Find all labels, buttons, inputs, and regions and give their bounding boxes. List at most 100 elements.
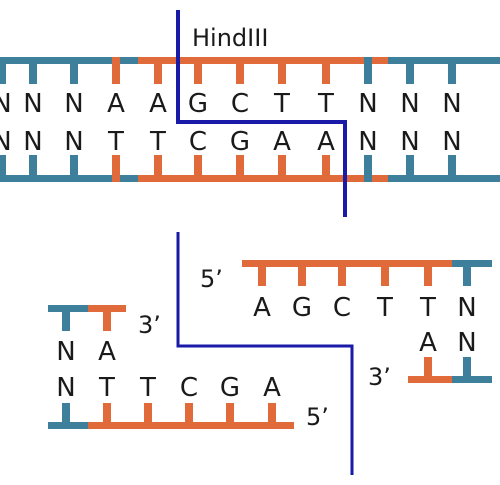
bottom-strand-tick [194, 155, 202, 182]
bottom-strand-backbone-site [138, 175, 388, 182]
right-fragment-bottom-base: A [419, 328, 437, 358]
bottom-strand-tick [0, 155, 6, 182]
left-fragment-top-tick [103, 305, 111, 331]
bottom-strand-base: N [442, 127, 461, 157]
separation-cut-line [176, 232, 354, 475]
top-strand-tick [278, 57, 286, 84]
right-fragment-top-tick [258, 260, 266, 286]
top-strand-tick [406, 57, 414, 84]
bottom-strand-tick [448, 155, 456, 182]
bottom-strand-tick [364, 155, 372, 182]
top-strand-base: N [23, 89, 42, 119]
top-strand-base: N [400, 89, 419, 119]
right-fragment-top-tick [381, 260, 389, 286]
bottom-strand-backbone-left [0, 175, 138, 182]
left-fragment-bottom-tick [144, 403, 152, 429]
top-strand-tick [70, 57, 78, 84]
top-strand-tick [364, 57, 372, 84]
top-strand-base: A [149, 89, 167, 119]
left-fragment-bottom-tick [226, 403, 234, 429]
bottom-strand-base: N [23, 127, 42, 157]
left-fragment-3prime-label: 3’ [138, 311, 161, 339]
bottom-strand-base: C [189, 127, 207, 157]
right-fragment-top-tick [463, 260, 471, 286]
bottom-strand-tick [406, 155, 414, 182]
bottom-strand-base: G [230, 127, 250, 157]
bottom-strand-base: A [317, 127, 335, 157]
left-fragment-top-base: A [98, 337, 116, 367]
bottom-strand-tick [154, 155, 162, 182]
right-fragment-top-base: C [333, 293, 351, 323]
right-fragment-bottom-tick [463, 357, 471, 383]
bottom-strand-backbone-right [388, 175, 500, 182]
left-fragment-top-tick [62, 305, 70, 331]
bottom-strand-base: A [273, 127, 291, 157]
bottom-strand-tick [70, 155, 78, 182]
top-strand-base: T [273, 89, 290, 119]
left-fragment-bottom-base: G [220, 373, 240, 403]
right-fragment-top-base: T [419, 293, 436, 323]
top-strand-tick [448, 57, 456, 84]
right-fragment-top-backbone-flank [452, 260, 492, 267]
top-strand-base: C [231, 89, 249, 119]
right-fragment-bottom-tick [424, 357, 432, 383]
top-strand-backbone-site [138, 57, 388, 64]
bottom-strand-tick [278, 155, 286, 182]
top-strand-base: N [0, 89, 12, 119]
hindiii-cut-line [176, 10, 347, 217]
bottom-strand-base: N [400, 127, 419, 157]
left-fragment-top-base: N [56, 337, 75, 367]
right-fragment-top-base: N [457, 293, 476, 323]
right-fragment-top-base: T [376, 293, 393, 323]
right-fragment-top-base: G [292, 293, 312, 323]
top-strand-base: G [188, 89, 208, 119]
bottom-strand-base: T [107, 127, 124, 157]
top-strand-backbone-left [0, 57, 138, 64]
left-fragment-bottom-tick [103, 403, 111, 429]
left-fragment-bottom-base: C [180, 373, 198, 403]
top-strand-base: T [317, 89, 334, 119]
right-fragment-top-base: A [253, 293, 271, 323]
top-strand-base: N [358, 89, 377, 119]
right-fragment-top-ticks [258, 260, 471, 286]
right-fragment-bottom-ticks [424, 357, 471, 383]
right-fragment-top-tick [298, 260, 306, 286]
right-fragment-top-backbone-site [242, 260, 452, 267]
right-fragment-5prime-label: 5’ [200, 265, 223, 293]
left-fragment-bottom-base: T [139, 373, 156, 403]
top-strand-backbone-right [388, 57, 500, 64]
bottom-strand-base: T [149, 127, 166, 157]
bottom-strand-tick [29, 155, 37, 182]
left-fragment-bottom-base: A [263, 373, 281, 403]
top-strand-tick [29, 57, 37, 84]
top-strand-tick [194, 57, 202, 84]
top-strand-base: A [107, 89, 125, 119]
right-fragment-bottom-base: N [457, 328, 476, 358]
right-fragment-top-tick [338, 260, 346, 286]
top-strand-tick [112, 57, 120, 84]
bottom-strand-tick [112, 155, 120, 182]
bottom-strand-tick [236, 155, 244, 182]
bottom-strand-base: N [358, 127, 377, 157]
left-fragment-bottom-base: T [98, 373, 115, 403]
bottom-strand-base-ticks [0, 155, 456, 182]
left-fragment-top-ticks [62, 305, 111, 331]
top-strand-tick [322, 57, 330, 84]
left-fragment-bottom-base: N [56, 373, 75, 403]
right-fragment-bottom-backbone-flank [452, 376, 492, 383]
top-strand-tick [236, 57, 244, 84]
top-strand-base: N [442, 89, 461, 119]
bottom-strand-tick [322, 155, 330, 182]
top-strand-base-ticks [0, 57, 456, 84]
top-duplex-backbones [0, 57, 500, 182]
right-fragment-top-tick [424, 260, 432, 286]
bottom-strand-base: N [0, 127, 12, 157]
